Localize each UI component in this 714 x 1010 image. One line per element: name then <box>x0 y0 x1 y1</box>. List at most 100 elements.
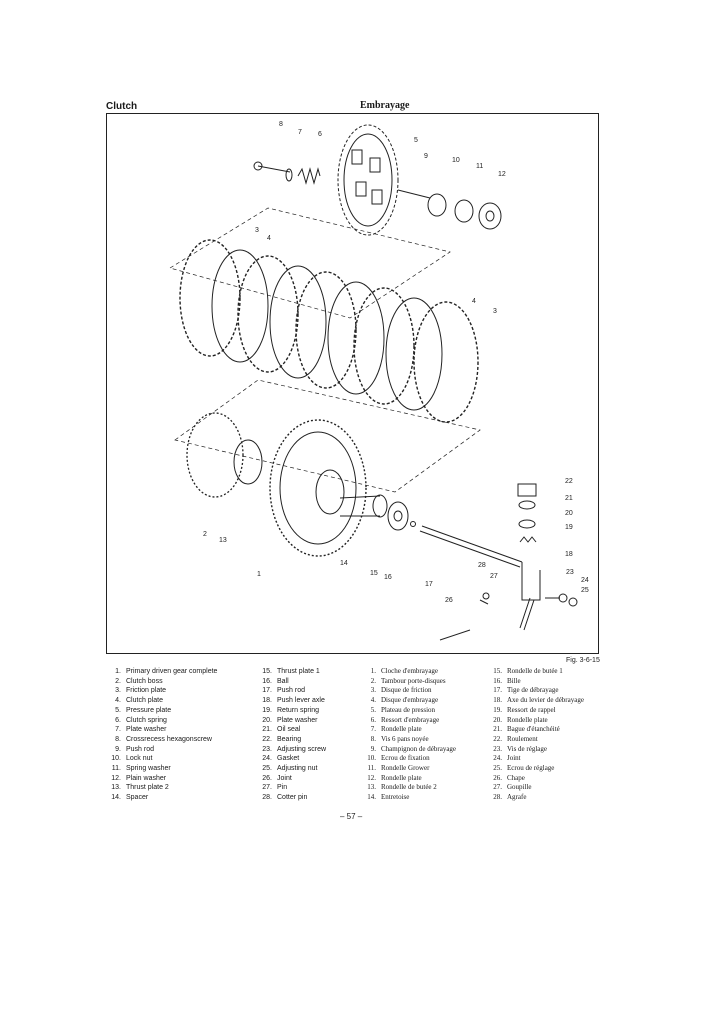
legend-item-text: Vis 6 pans noyée <box>381 734 429 743</box>
legend-item-number: 12. <box>367 773 376 782</box>
legend-item-number: 24. <box>493 754 502 763</box>
legend-item: 12. Plain washer <box>107 774 217 784</box>
legend-item: 16.Bille <box>488 677 584 687</box>
legend-item-number: 22. <box>493 734 502 743</box>
legend-item-number: 3. <box>370 686 376 695</box>
legend-item-text: Entretoise <box>381 793 410 802</box>
callout-13: 13 <box>219 537 227 544</box>
legend-item-text: Push rod <box>126 745 155 753</box>
legend-item-text: Rondelle plate <box>381 773 422 782</box>
legend-item-number: 24. <box>262 755 272 763</box>
legend-item-number: 15. <box>493 667 502 675</box>
legend-item-text: Spacer <box>126 794 149 802</box>
legend-item: 11. Rondelle Grower <box>362 764 456 774</box>
legend-item-number: 23. <box>262 745 272 753</box>
legend-item: 2.Clutch boss <box>107 677 217 687</box>
callout-6: 6 <box>318 131 322 138</box>
legend-item: 25.Adjusting nut <box>258 764 326 774</box>
pressure-plate-drawing <box>337 124 399 236</box>
legend-item-number: 2. <box>115 677 121 685</box>
legend-item-text: Clutch spring <box>126 716 167 724</box>
legend-item: 3. Friction plate <box>107 686 217 696</box>
callout-25: 25 <box>581 587 589 594</box>
legend-item-text: Ecrou de réglage <box>507 764 555 773</box>
legend-item: 14.Entretoise <box>362 793 456 803</box>
legend-item-text: Crossrecess hexagonscrew <box>126 735 212 743</box>
legend-item-text: Rondelle Grower <box>381 764 430 773</box>
legend-item: 24.Joint <box>488 754 584 764</box>
legend-item-number: 4. <box>115 697 121 705</box>
legend-item: 6.Ressort d'embrayage <box>362 716 456 726</box>
legend-item-number: 10. <box>367 754 376 763</box>
callout-3-top: 3 <box>255 227 259 234</box>
callout-3-right: 3 <box>493 308 497 315</box>
legend-item: 26.Chape <box>488 774 584 784</box>
legend-item-text: Friction plate <box>126 687 167 695</box>
legend-item-text: Bille <box>507 676 521 685</box>
legend-item: 22.Bearing <box>258 735 326 745</box>
primary-driven-gear-drawing <box>269 419 388 557</box>
legend-item-text: Oil seal <box>277 726 301 734</box>
legend-item-number: 6. <box>115 716 121 724</box>
legend-item-number: 18. <box>262 697 272 705</box>
callout-22: 22 <box>565 478 573 485</box>
callout-7: 7 <box>298 129 302 136</box>
legend-item: 6. Clutch spring <box>107 716 217 726</box>
legend-item-number: 9. <box>370 744 376 753</box>
legend-item-number: 22. <box>262 735 272 743</box>
legend-item-number: 11. <box>367 764 377 773</box>
legend-item: 18. Push lever axle <box>258 696 326 706</box>
legend-item: 12. Rondelle plate <box>362 774 456 784</box>
legend-item-text: Push lever axle <box>277 697 325 705</box>
legend-item-text: Rondelle de butée 2 <box>381 783 437 792</box>
legend-item: 9.Push rod <box>107 745 217 755</box>
header-center-title: Embrayage <box>360 100 410 111</box>
callout-28: 28 <box>478 562 486 569</box>
callout-23: 23 <box>566 569 574 576</box>
legend-item: 1.Cloche d'embrayage <box>362 667 456 677</box>
legend-item-number: 27. <box>493 783 502 792</box>
legend-item-text: Rondelle plate <box>381 725 422 734</box>
legend-item-number: 28. <box>493 793 502 802</box>
legend-item-number: 3. <box>115 687 121 695</box>
legend-item-number: 14. <box>111 794 121 802</box>
legend-item-number: 11. <box>111 765 121 773</box>
legend-item-text: Plateau de pression <box>381 705 436 714</box>
legend-item-number: 1. <box>370 667 376 675</box>
legend-item-text: Plain washer <box>126 774 167 782</box>
legend-item-number: 5. <box>115 706 121 714</box>
legend-item-text: Vis de réglage <box>507 744 548 753</box>
legend-item: 20.Plate washer <box>258 716 326 726</box>
legend-item: 20.Rondelle plate <box>488 716 584 726</box>
callout-9: 9 <box>424 153 428 160</box>
legend-item-number: 28. <box>262 794 272 802</box>
callout-2: 2 <box>203 531 207 538</box>
callout-8: 8 <box>279 121 283 128</box>
legend-item-number: 10. <box>111 755 121 763</box>
callout-27: 27 <box>490 573 498 580</box>
legend-item-text: Thrust plate 2 <box>126 784 169 792</box>
callout-12: 12 <box>498 171 506 178</box>
header-left-title: Clutch <box>106 101 138 112</box>
legend-item: 18.Axe du levier de débrayage <box>488 696 584 706</box>
legend-item-text: Push rod <box>277 687 306 695</box>
figure-label: Fig. 3-6-15 <box>566 657 600 664</box>
legend-item: 28.Cotter pin <box>258 793 326 803</box>
legend-item: 13.Thrust plate 2 <box>107 783 217 793</box>
legend-item-number: 12. <box>111 774 121 782</box>
legend-item-number: 23. <box>493 744 502 753</box>
legend-item: 7.Rondelle plate <box>362 725 456 735</box>
legend-item: 8. Crossrecess hexagonscrew <box>107 735 217 745</box>
legend-item: 1.Primary driven gear complete <box>107 667 217 677</box>
legend-item-text: Bague d'étanchéité <box>507 725 560 734</box>
legend-item-number: 15. <box>262 668 272 675</box>
legend-item-number: 2. <box>370 676 376 685</box>
legend-item: 24.Gasket <box>258 754 326 764</box>
legend-item-number: 8. <box>115 735 121 743</box>
legend-item-text: Goupille <box>507 783 532 792</box>
legend-item: 15.Rondelle de butée 1 <box>488 667 584 677</box>
